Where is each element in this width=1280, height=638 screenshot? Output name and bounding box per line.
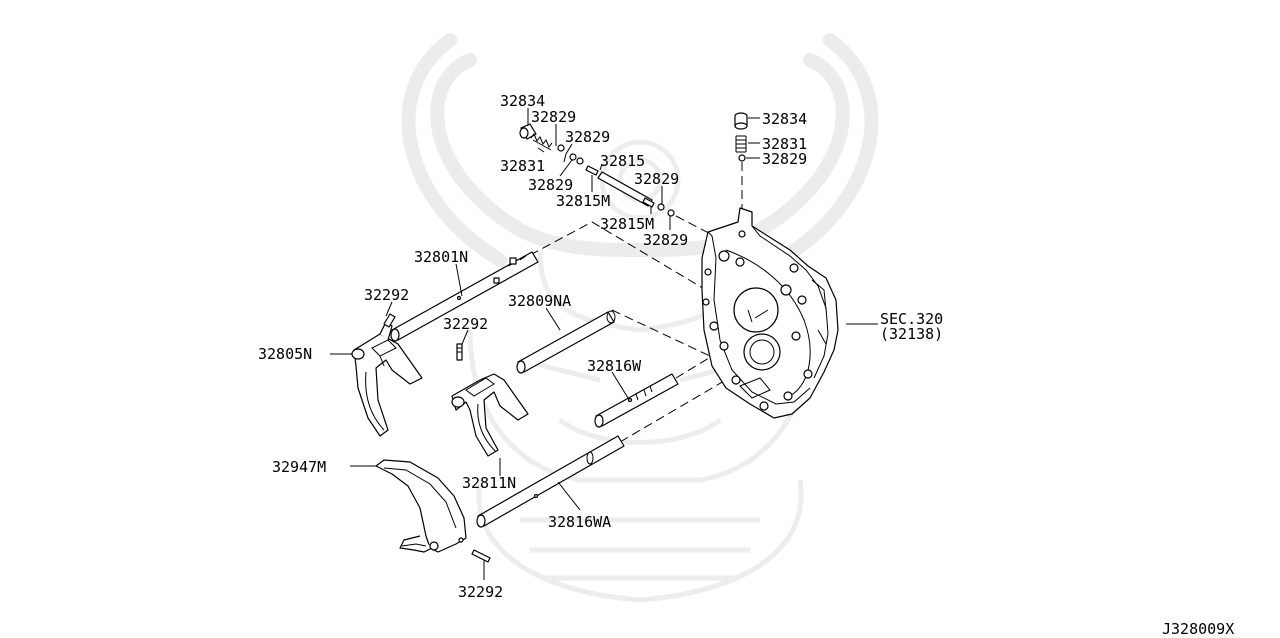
shift-fork-32947m: [375, 459, 467, 553]
shift-rod-32801n: [390, 251, 539, 342]
label-32829-b: 32829: [565, 128, 610, 146]
detent-ball-b: [569, 153, 577, 161]
interlock-pin-long: [597, 171, 653, 207]
label-sec-sub: (32138): [880, 325, 943, 343]
label-32809na: 32809NA: [508, 292, 571, 310]
label-32829-c: 32829: [528, 176, 573, 194]
label-32829-a: 32829: [531, 108, 576, 126]
label-32292-c: 32292: [458, 583, 503, 601]
label-sec-320: SEC.320: [880, 310, 943, 328]
interlock-pin-short-a: [585, 165, 599, 176]
roll-pin-32292-b: [456, 343, 463, 361]
roll-pin-32292-c: [471, 549, 491, 563]
detent-plug-left: [519, 123, 537, 140]
detent-spring-left: [530, 133, 553, 151]
part-labels: 32834 32829 32829 32831 32815 32829 3282…: [258, 92, 943, 601]
detent-plug-right: [734, 112, 748, 130]
detent-spring-right: [735, 135, 747, 153]
label-32834-left: 32834: [500, 92, 545, 110]
label-32831-left: 32831: [500, 157, 545, 175]
label-32811n: 32811N: [462, 474, 516, 492]
label-32834-right: 32834: [762, 110, 807, 128]
shift-rod-32816wa: [476, 435, 625, 528]
label-32829-e: 32829: [643, 231, 688, 249]
label-32829-d: 32829: [634, 170, 679, 188]
label-32829-right: 32829: [762, 150, 807, 168]
label-32815m-a: 32815M: [556, 192, 610, 210]
label-32292-b: 32292: [443, 315, 488, 333]
interlock-pin-short-b: [642, 197, 655, 208]
detent-ball-e: [667, 209, 675, 217]
shift-rod-32809na: [516, 310, 616, 374]
label-32805n: 32805N: [258, 345, 312, 363]
label-32815m-b: 32815M: [600, 215, 654, 233]
detent-ball-d: [657, 203, 665, 211]
detent-ball-a: [557, 144, 565, 152]
roll-pin-32292-a: [383, 313, 396, 328]
leader-lines: [330, 108, 878, 580]
label-32801n: 32801N: [414, 248, 468, 266]
transmission-case: [701, 207, 839, 419]
shift-rod-32816w: [594, 373, 679, 428]
detent-ball-c: [576, 157, 584, 165]
diagram-code: J328009X: [1162, 620, 1234, 638]
label-32815: 32815: [600, 152, 645, 170]
shift-fork-32811n: [451, 373, 529, 457]
label-32816wa: 32816WA: [548, 513, 611, 531]
detent-ball-right: [738, 154, 746, 162]
shift-fork-32805n: [351, 321, 423, 437]
label-32816w: 32816W: [587, 357, 642, 375]
label-32947m: 32947M: [272, 458, 326, 476]
label-32831-right: 32831: [762, 135, 807, 153]
label-32292-a: 32292: [364, 286, 409, 304]
